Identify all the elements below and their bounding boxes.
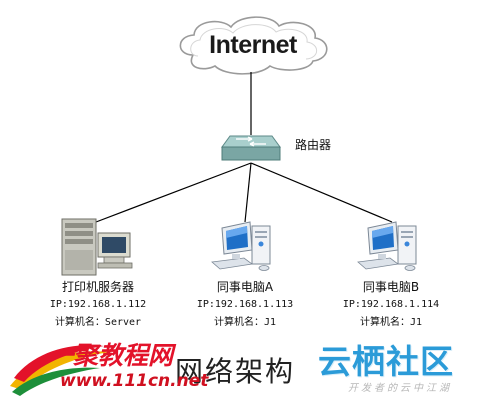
node-ip: IP:192.168.1.113	[196, 299, 294, 310]
router-label: 路由器	[295, 138, 332, 152]
node-ip: IP:192.168.1.114	[342, 299, 440, 310]
link-router-pc-a	[244, 162, 252, 223]
router-icon	[221, 135, 281, 161]
node-name: 同事电脑A	[216, 280, 274, 294]
link-router-pc-b	[250, 162, 393, 223]
watermark-brand-text: 一聚教程网	[48, 341, 174, 370]
node-hostname: 计算机名：J1	[359, 317, 423, 328]
internet-cloud-icon	[179, 16, 328, 75]
brand-swoosh-icon	[10, 345, 110, 396]
node-print-server: 打印机服务器 IP:192.168.1.112 计算机名：Server	[18, 278, 178, 332]
node-colleague-pc-b: 同事电脑B IP:192.168.1.114 计算机名：J1	[311, 278, 471, 332]
node-hostname: 计算机名：Server	[54, 317, 142, 328]
watermark-yunqi-brand: 云栖社区	[318, 342, 454, 381]
node-colleague-pc-a: 同事电脑A IP:192.168.1.113 计算机名：J1	[165, 278, 325, 332]
node-name: 打印机服务器	[61, 280, 134, 294]
watermark-yunqi: 云栖社区 开发者的云中江湖	[318, 335, 498, 395]
watermark-111cn: 一聚教程网 www.111cn.net	[8, 336, 208, 394]
internet-label: Internet	[209, 31, 297, 59]
watermark-yunqi-tagline: 开发者的云中江湖	[348, 383, 452, 394]
node-ip: IP:192.168.1.112	[49, 299, 147, 310]
desktop-computer-icon-a	[211, 221, 271, 271]
server-icon	[61, 218, 133, 276]
node-name: 同事电脑B	[362, 280, 420, 294]
watermark-url-text: www.111cn.net	[60, 371, 209, 391]
desktop-computer-icon-b	[357, 221, 417, 271]
diagram-caption: 网络架构	[175, 355, 295, 388]
link-router-server	[95, 162, 252, 223]
node-hostname: 计算机名：J1	[213, 317, 277, 328]
